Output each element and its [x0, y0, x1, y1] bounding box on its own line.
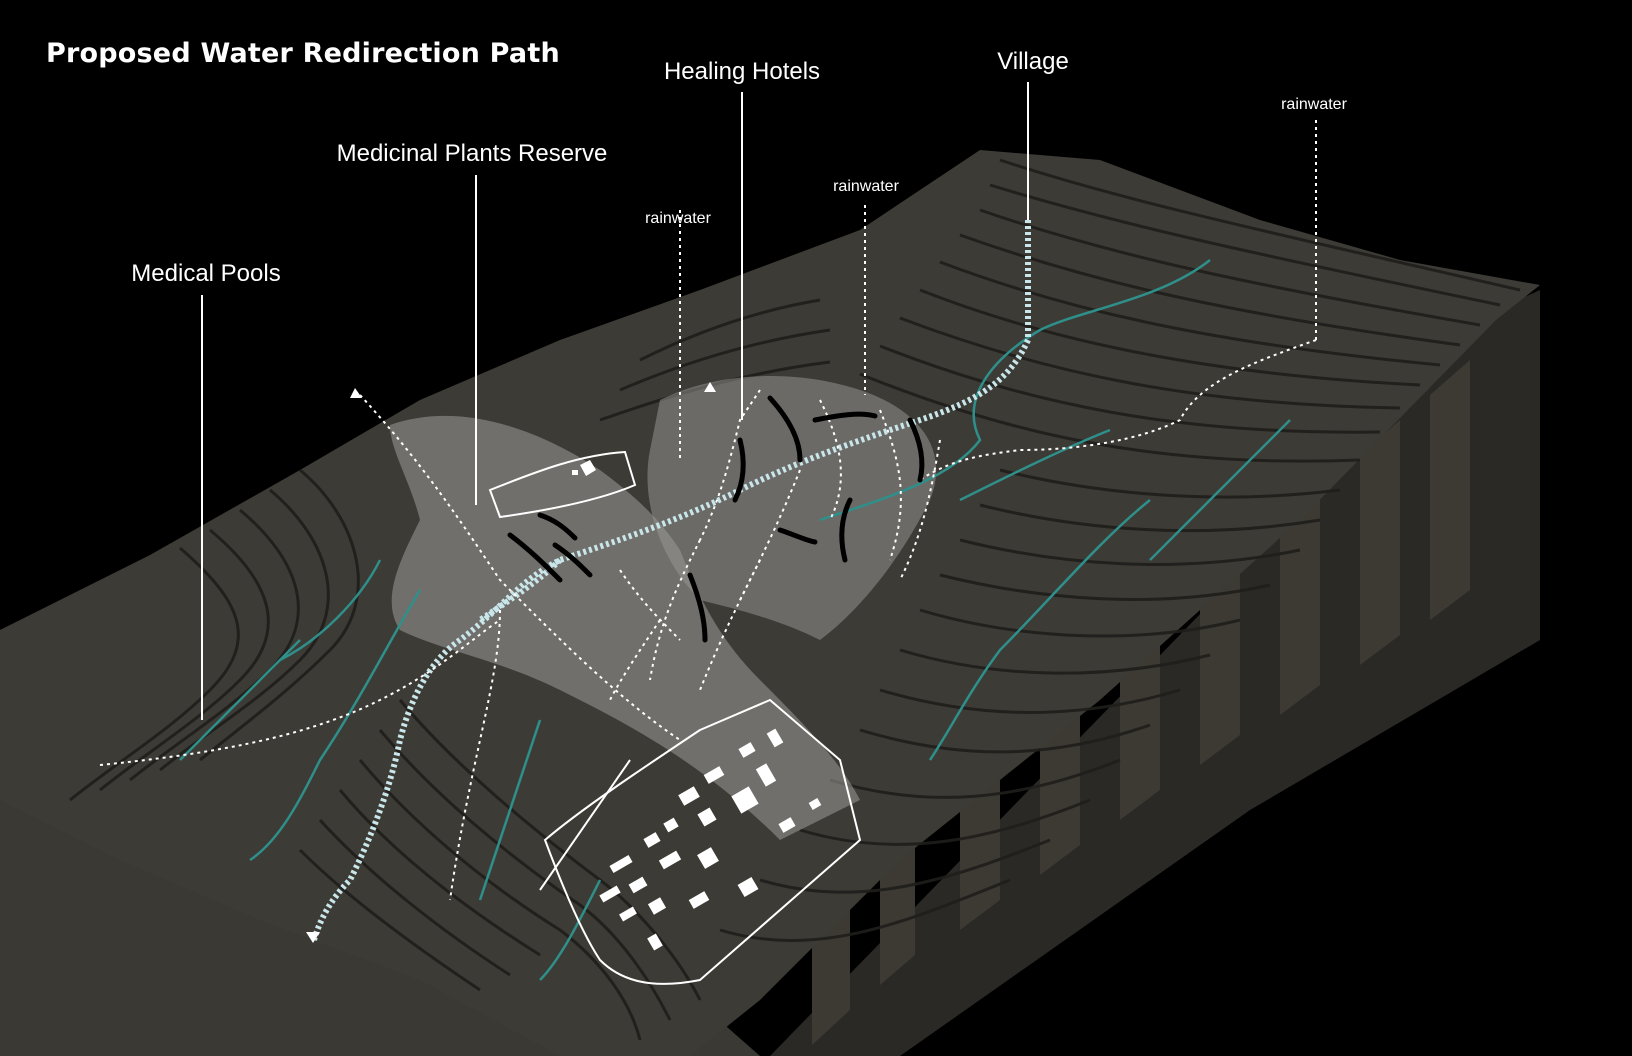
label-rainwater-center: rainwater — [833, 178, 899, 195]
diagram-title: Proposed Water Redirection Path — [46, 38, 560, 69]
hotel-walls — [507, 395, 925, 643]
label-rainwater-left: rainwater — [645, 210, 711, 227]
label-medicinal-plants-reserve: Medicinal Plants Reserve — [336, 140, 608, 167]
side-wall-piers — [812, 360, 1470, 1045]
village-outline — [543, 698, 862, 985]
label-medical-pools: Medical Pools — [131, 260, 281, 287]
secondary-water-paths — [99, 120, 1317, 901]
label-rainwater-right: rainwater — [1281, 96, 1347, 113]
contour-lines — [69, 158, 1521, 1041]
leader-lines — [201, 82, 1029, 891]
streams — [179, 259, 1291, 981]
label-healing-hotels: Healing Hotels — [663, 58, 821, 85]
plants-reserve-outline — [488, 450, 637, 519]
path-arrow-heads — [306, 382, 716, 943]
village-buildings — [599, 728, 822, 951]
site-overlay — [390, 415, 860, 840]
plants-reserve-buildings — [572, 460, 596, 476]
label-village: Village — [997, 48, 1069, 75]
